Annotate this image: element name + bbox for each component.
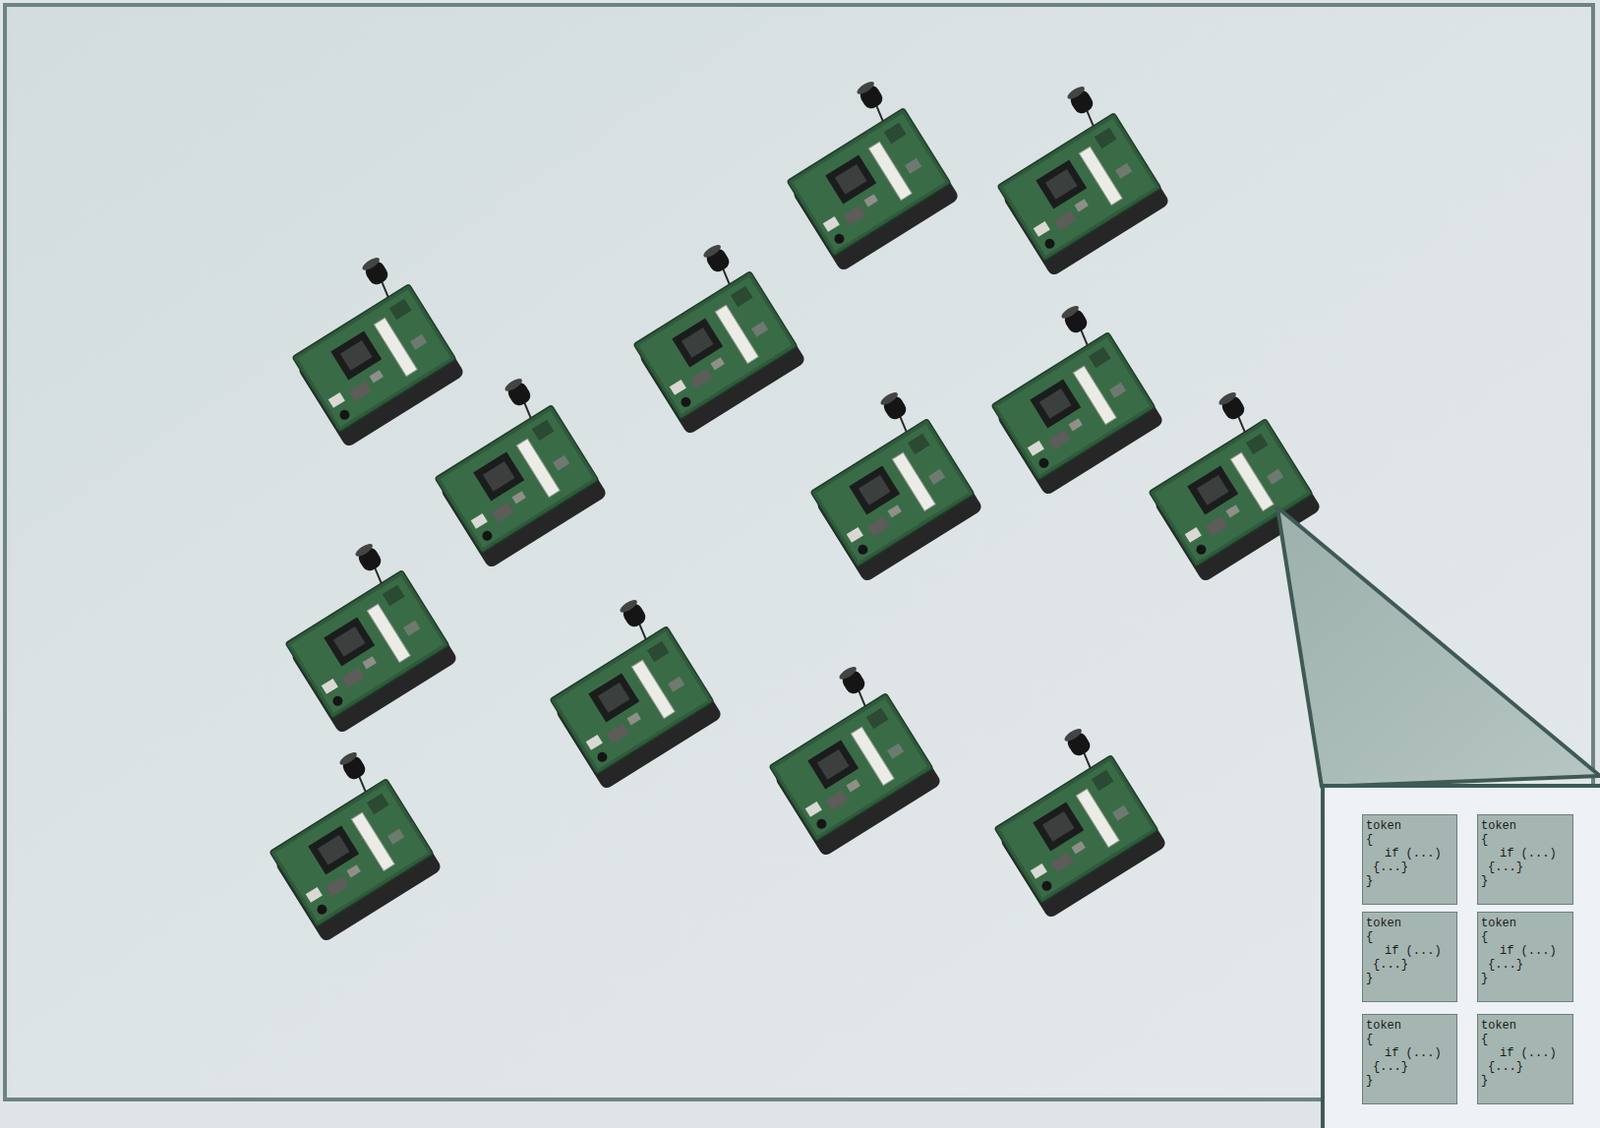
sensor-mote: [526, 591, 723, 790]
sensor-mote: [967, 296, 1165, 496]
sensor-mote: [970, 719, 1168, 919]
code-line: if (...): [1365, 1046, 1454, 1061]
code-line: {: [1481, 832, 1570, 847]
code-line: {...}: [1481, 860, 1570, 875]
code-line: token: [1481, 916, 1570, 931]
code-line: if (...): [1481, 846, 1570, 861]
token-box: token{if (...){...}}: [1477, 1013, 1574, 1105]
sensor-mote: [745, 657, 943, 857]
code-line: if (...): [1365, 944, 1454, 958]
code-line: if (...): [1481, 944, 1570, 958]
code-line: token: [1481, 819, 1570, 833]
code-line: }: [1365, 874, 1454, 889]
sensor-mote: [411, 369, 608, 569]
code-line: {: [1365, 1032, 1454, 1047]
code-line: if (...): [1481, 1046, 1570, 1061]
code-line: {: [1365, 832, 1454, 847]
callout-panel: [1322, 785, 1600, 1128]
code-line: {: [1365, 930, 1454, 945]
sensor-mote: [268, 248, 466, 448]
code-line: token: [1481, 1018, 1570, 1033]
token-box: token{if (...){...}}: [1477, 911, 1574, 1003]
sensor-mote: [763, 72, 960, 272]
sensor-mote: [245, 743, 443, 943]
token-box: token{if (...){...}}: [1362, 814, 1458, 905]
token-box: token{if (...){...}}: [1362, 911, 1458, 1003]
code-line: }: [1481, 874, 1570, 889]
code-line: {...}: [1365, 957, 1454, 972]
code-line: token: [1365, 819, 1454, 833]
code-line: {...}: [1481, 1060, 1570, 1074]
code-line: token: [1365, 916, 1454, 931]
sensor-mote: [261, 534, 459, 734]
code-line: token: [1365, 1018, 1454, 1033]
sensor-mote: [973, 77, 1171, 277]
token-box: token{if (...){...}}: [1362, 1013, 1458, 1105]
callout-wedge: [1277, 507, 1600, 787]
code-line: }: [1481, 1073, 1570, 1088]
motes: [245, 72, 1322, 943]
code-line: {...}: [1481, 957, 1570, 972]
code-line: {...}: [1365, 860, 1454, 875]
code-line: }: [1365, 1073, 1454, 1088]
code-line: {: [1481, 930, 1570, 945]
token-box: token{if (...){...}}: [1477, 814, 1574, 905]
code-line: }: [1365, 971, 1454, 986]
code-line: if (...): [1365, 846, 1454, 861]
code-line: {...}: [1365, 1060, 1454, 1074]
code-line: {: [1481, 1032, 1570, 1047]
sensor-mote: [786, 383, 984, 583]
code-line: }: [1481, 971, 1570, 986]
sensor-mote: [609, 236, 807, 435]
